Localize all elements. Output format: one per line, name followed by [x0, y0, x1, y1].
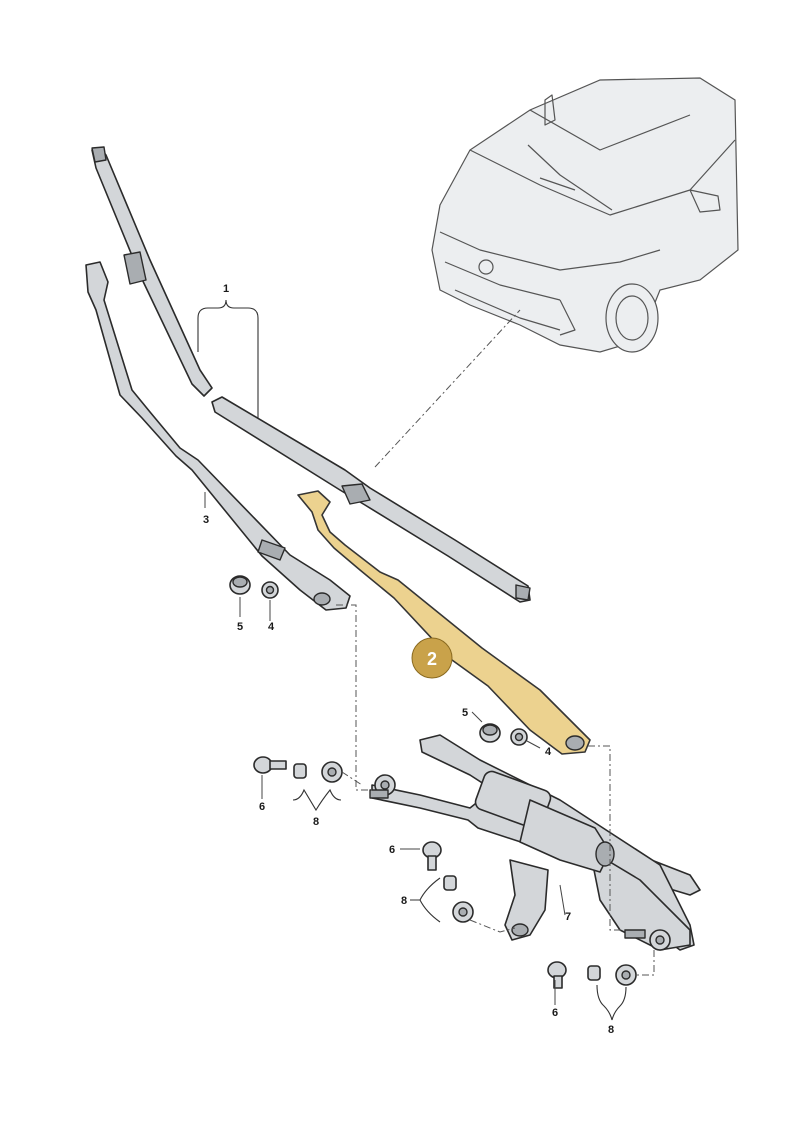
wiper-blade-left [91, 146, 213, 397]
wiper-blade-right [211, 396, 531, 603]
wiper-arm-left [85, 261, 351, 611]
callout-4-right: 4 [545, 746, 552, 758]
assembly-leader-left [336, 604, 372, 791]
bolt-bush-group-a [253, 756, 343, 783]
callout-8-a: 8 [313, 816, 319, 828]
callout-8-c: 8 [608, 1024, 614, 1036]
brace-8b [410, 877, 441, 923]
brace-8a [292, 788, 342, 812]
callout-4-left: 4 [268, 621, 275, 633]
assembly-leader-bolt-b [469, 919, 516, 933]
callout-6-b: 6 [389, 844, 395, 856]
callout-6-c: 6 [552, 1007, 558, 1019]
callout-7: 7 [565, 911, 571, 923]
cap-nut-right-group [479, 723, 528, 746]
callout-5-right: 5 [462, 707, 468, 719]
assembly-leader-right [588, 745, 625, 931]
assembly-leader-bush-a [341, 771, 363, 786]
svg-text:2: 2 [427, 649, 437, 669]
bolt-bush-group-b [422, 841, 474, 923]
callout-3: 3 [203, 514, 209, 526]
callout-1: 1 [223, 283, 229, 295]
wiper-linkage-motor [369, 734, 701, 951]
callout-5-left: 5 [237, 621, 243, 633]
callout-8-b: 8 [401, 895, 407, 907]
car-illustration [431, 77, 739, 353]
leader-5b [471, 711, 483, 723]
cap-nut-left-group [229, 575, 279, 599]
wiper-arm-right-highlighted [297, 490, 591, 755]
car-leader-line [374, 309, 521, 468]
callout-6-a: 6 [259, 801, 265, 813]
part-2-badge: 2 [411, 637, 453, 679]
bolt-bush-group-c [547, 961, 637, 989]
assembly-leader-bolt-c [636, 950, 655, 976]
brace-8c [596, 984, 627, 1021]
leader-7 [559, 884, 566, 916]
brace-part-1 [197, 299, 259, 418]
leader-4b [526, 740, 541, 749]
